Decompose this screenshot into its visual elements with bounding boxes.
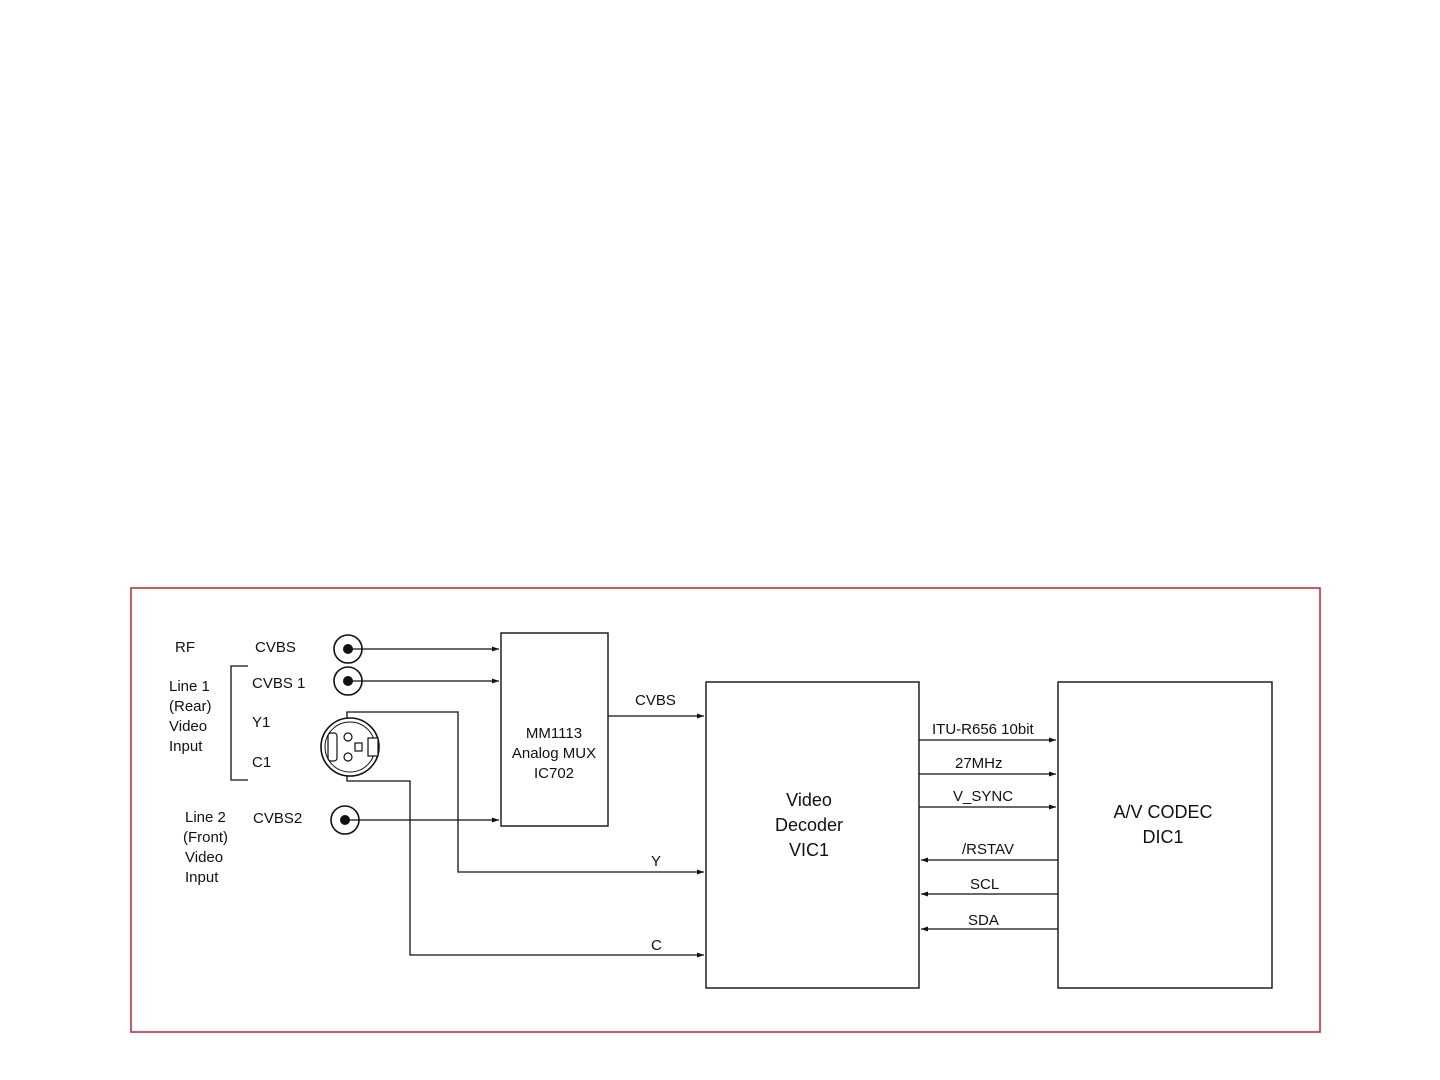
clock-label: 27MHz: [955, 755, 1003, 772]
s-video-connector-icon: [320, 717, 380, 777]
decoder-block: [705, 681, 920, 989]
line1-label-2: (Rear): [169, 698, 212, 715]
cvbs2-signal-label: CVBS2: [253, 810, 302, 827]
itu-label: ITU-R656 10bit: [932, 721, 1035, 738]
rf-signal-label: CVBS: [255, 639, 296, 656]
y-wire: [346, 711, 704, 875]
diagram-frame: [130, 587, 1321, 1033]
decoder-block-line1: Video: [786, 790, 832, 810]
codec-block-line1: A/V CODEC: [1113, 802, 1212, 822]
mux-cvbs-out-label: CVBS: [635, 692, 676, 709]
sda-label: SDA: [968, 912, 999, 929]
decoder-block-line3: VIC1: [789, 840, 829, 860]
decoder-block-line2: Decoder: [775, 815, 843, 835]
cvbs1-signal-label: CVBS 1: [252, 675, 305, 692]
line1-bracket: [230, 665, 248, 781]
line1-label-4: Input: [169, 738, 203, 755]
rf-label: RF: [175, 639, 195, 656]
line2-label-2: (Front): [183, 829, 228, 846]
c-wire: [346, 776, 704, 958]
vsync-label: V_SYNC: [953, 788, 1013, 805]
c-signal-label: C: [651, 937, 662, 954]
line1-label-3: Video: [169, 718, 207, 735]
line2-label-4: Input: [185, 869, 219, 886]
y-signal-label: Y: [651, 853, 661, 870]
y1-signal-label: Y1: [252, 714, 270, 731]
line2-label-3: Video: [185, 849, 223, 866]
rstav-label: /RSTAV: [962, 841, 1014, 858]
codec-block-line2: DIC1: [1142, 827, 1183, 847]
mux-block-line2: Analog MUX: [512, 745, 596, 762]
scl-label: SCL: [970, 876, 999, 893]
mux-block-line3: IC702: [534, 765, 574, 782]
c1-signal-label: C1: [252, 754, 271, 771]
mux-block: [500, 632, 609, 827]
codec-block: [1057, 681, 1273, 989]
mux-block-line1: MM1113: [526, 725, 582, 742]
line2-label-1: Line 2: [185, 809, 226, 826]
line1-label-1: Line 1: [169, 678, 210, 695]
